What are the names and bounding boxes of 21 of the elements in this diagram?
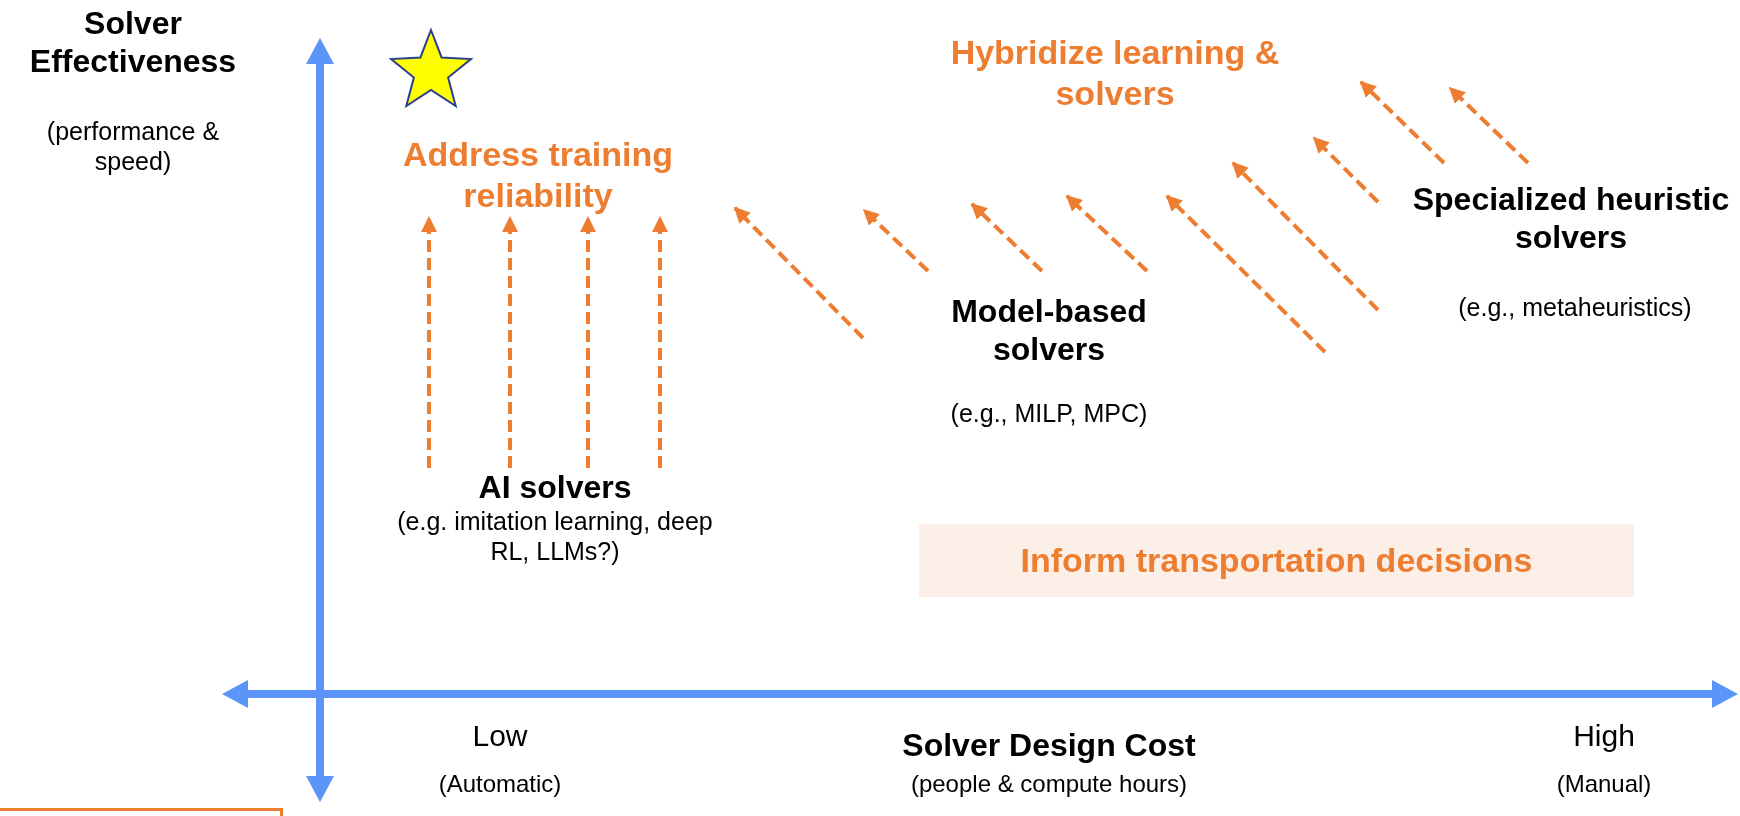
example-text: (e.g. imitation learning, deep RL, LLMs?) [396,506,714,567]
category-title: Model-based solvers [950,292,1148,369]
example-text: (e.g., metaheuristics) [1457,292,1693,322]
axis-subtitle: (people & compute hours) [909,770,1189,799]
category-title: Specialized heuristic solvers [1411,180,1731,257]
arrow [421,216,437,468]
axis-title: Solver Effectiveness [28,4,238,81]
arrow [580,216,596,468]
goal-text: Hybridize learning & solvers [949,32,1281,114]
axis-end-label: Low [471,718,529,754]
axis-title: Solver Design Cost [901,726,1197,765]
arrow [652,216,668,468]
example-text: (e.g., MILP, MPC) [949,398,1149,428]
axis-end-note: (Manual) [1555,770,1653,799]
arrow [502,216,518,468]
axis-end-note: (Automatic) [437,770,563,799]
axis-subtitle: (performance & speed) [45,116,221,176]
category-title: AI solvers [477,468,633,507]
goal-text: Address training reliability [368,134,708,216]
highlight-box: Inform transportation decisions [919,524,1634,597]
axis-end-label: High [1572,718,1636,754]
